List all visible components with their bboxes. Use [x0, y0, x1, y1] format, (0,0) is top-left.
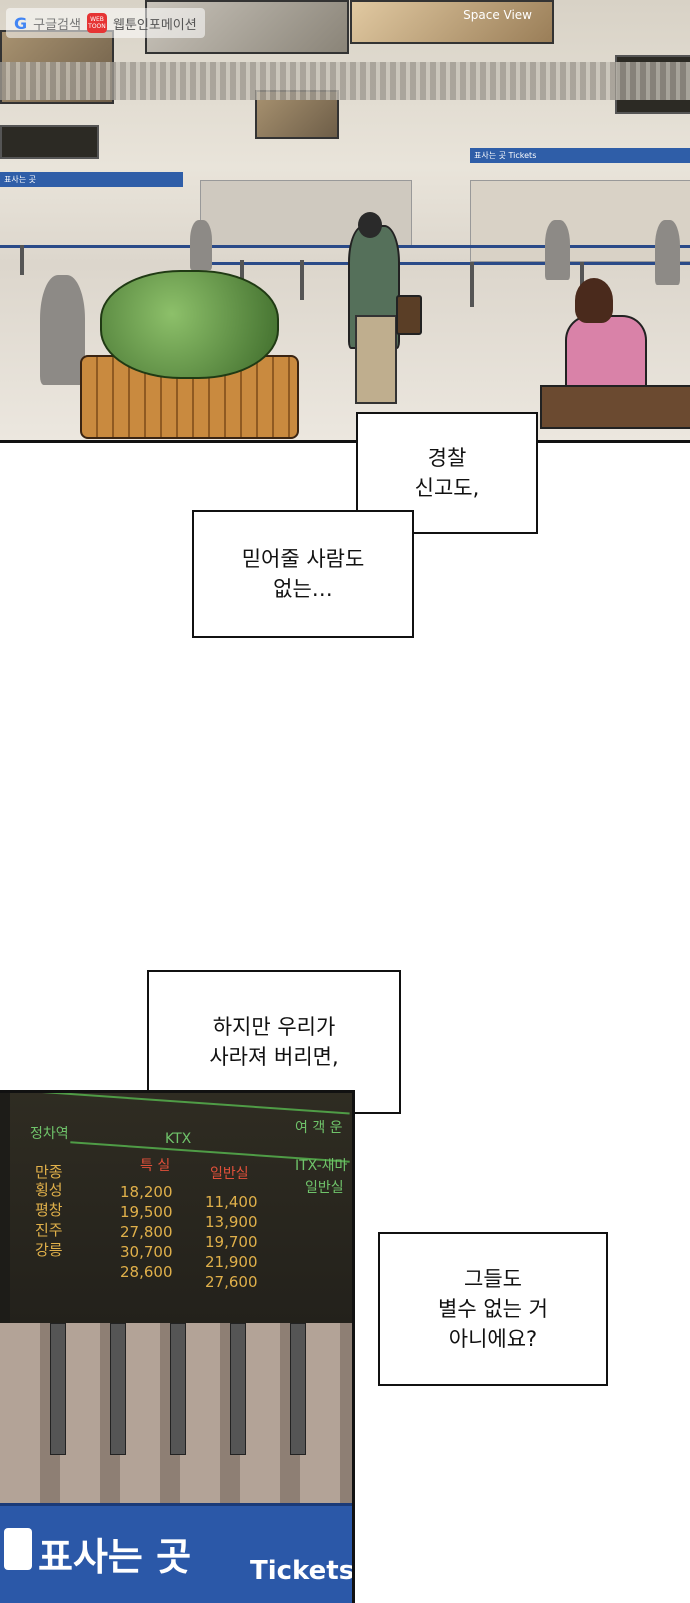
fare-special: 28,600: [120, 1263, 173, 1281]
narration-line: 믿어줄 사람도: [241, 547, 365, 571]
watermark-search-label: 구글검색: [33, 17, 81, 33]
pillar: [170, 1323, 186, 1455]
fare-special: 18,200: [120, 1183, 173, 1201]
fare-general: 13,900: [205, 1213, 258, 1231]
tickets-sign-korean: 표사는 곳: [38, 1535, 192, 1579]
seated-woman-hair: [575, 278, 613, 323]
rail-post: [20, 245, 24, 275]
ticket-icon: [4, 1528, 32, 1570]
fare-general: 11,400: [205, 1193, 258, 1211]
col-itx-general: 일반실: [305, 1180, 344, 1196]
station-concourse-panel: Space View 표사는 곳 표사는 곳 Tickets: [0, 0, 690, 443]
webtoon-logo-icon: WEB TOON: [86, 13, 107, 33]
fare-general: 19,700: [205, 1233, 258, 1251]
pillar: [230, 1323, 246, 1455]
pillar: [290, 1323, 306, 1455]
narration-box-2: 믿어줄 사람도 없는…: [192, 510, 414, 638]
background-person-figure: [545, 220, 570, 280]
railing-wall: [0, 62, 690, 100]
header-ktx: KTX: [165, 1131, 192, 1147]
tickets-sign: 표사는 곳 Tickets: [0, 1503, 352, 1603]
departure-board: [0, 125, 99, 159]
narration-line: 신고도,: [414, 476, 480, 500]
station-name: 진주: [35, 1221, 63, 1239]
station-name: 횡성: [35, 1181, 63, 1199]
narration-line: 경찰: [427, 446, 467, 470]
walking-man-head: [358, 212, 382, 238]
fare-special: 19,500: [120, 1203, 173, 1221]
tickets-sign-top: 표사는 곳 Tickets: [470, 148, 690, 163]
narration-line: 별수 없는 거: [438, 1297, 548, 1321]
station-name: 평창: [35, 1201, 63, 1219]
fare-general: 21,900: [205, 1253, 258, 1271]
col-itx: ITX-새마: [295, 1158, 348, 1174]
queue-rail: [0, 245, 690, 248]
fare-board-panel: 정차역 KTX 여 객 운 특 실 일반실 ITX-새마 일반실 만종 횡성 평…: [0, 1090, 355, 1603]
narration-line: 그들도: [464, 1267, 522, 1291]
col-special: 특 실: [140, 1158, 171, 1174]
direction-sign: 표사는 곳: [0, 172, 183, 187]
narration-box-4: 그들도 별수 없는 거 아니에요?: [378, 1232, 608, 1386]
narration-line: 아니에요?: [448, 1327, 538, 1351]
narration-line: 사라져 버리면,: [209, 1045, 339, 1069]
shoulder-bag: [396, 295, 422, 335]
pillar: [110, 1323, 126, 1455]
ad-screen: Space View: [350, 0, 554, 44]
narration-line: 없는…: [273, 577, 333, 601]
google-g-icon: G: [14, 13, 28, 33]
space-view-text: Space View: [463, 8, 532, 22]
fare-special: 30,700: [120, 1243, 173, 1261]
pillar: [50, 1323, 66, 1455]
narration-line: 하지만 우리가: [212, 1015, 336, 1039]
header-passenger: 여 객 운: [295, 1120, 343, 1136]
bench: [540, 385, 690, 429]
background-person-figure: [190, 220, 212, 270]
watermark: G 구글검색 WEB TOON 웹툰인포메이션: [6, 8, 205, 38]
fare-general: 27,600: [205, 1273, 258, 1291]
background-person-figure: [655, 220, 680, 285]
station-name: 강릉: [35, 1241, 63, 1259]
rail-post: [300, 260, 304, 300]
ticket-counter: [470, 180, 690, 262]
header-station: 정차역: [30, 1126, 69, 1142]
fare-board: 정차역 KTX 여 객 운 특 실 일반실 ITX-새마 일반실 만종 횡성 평…: [10, 1093, 352, 1323]
board-rule: [20, 1093, 350, 1115]
ceiling-pillars: [0, 1323, 352, 1503]
watermark-site-label: 웹툰인포메이션: [112, 17, 197, 33]
queue-rail: [200, 262, 690, 265]
rail-post: [470, 262, 474, 307]
walking-man-pants: [355, 315, 397, 404]
col-general: 일반실: [210, 1166, 249, 1182]
seated-person-figure: [40, 275, 85, 385]
station-name: 만종: [35, 1163, 63, 1181]
planter-shrub: [100, 270, 279, 379]
fare-special: 27,800: [120, 1223, 173, 1241]
tickets-sign-english: Tickets: [250, 1556, 355, 1586]
